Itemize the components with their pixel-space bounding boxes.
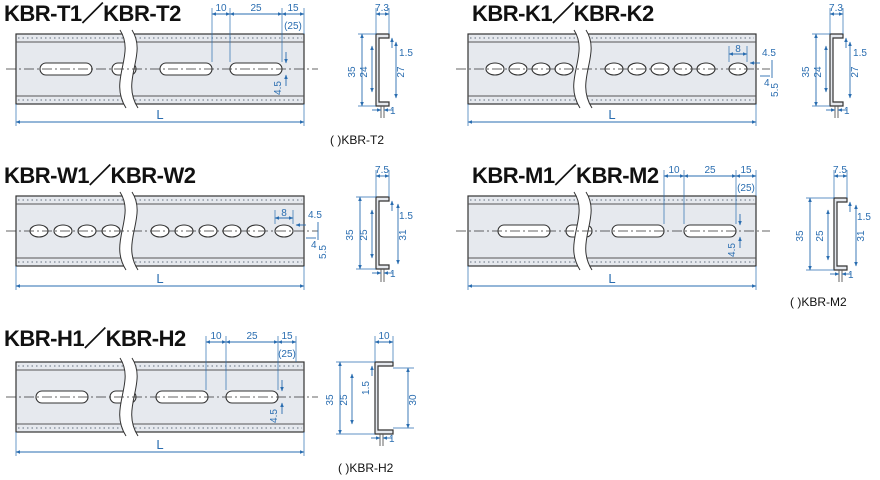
- kbr-k-rail: [456, 29, 770, 109]
- kbr-h-inner-dim: 25: [339, 394, 350, 406]
- kbr-m-slot-width-dim: 4.5: [727, 243, 738, 257]
- kbr-k-title: KBR-K1／KBR-K2: [472, 1, 654, 26]
- kbr-m-end-alt-dim: (25): [737, 183, 755, 194]
- kbr-h-base-dim: 1: [389, 434, 395, 445]
- kbr-t-flange-width-dim: 7.3: [375, 3, 389, 14]
- kbr-h-profile: 10 1.5 35 25 30 1: [325, 331, 419, 446]
- kbr-h-slot-width-dim: 4.5: [269, 409, 280, 423]
- kbr-m-dimensions: 10 25 15 (25) 4.5 L: [467, 165, 757, 290]
- kbr-w-hole-width-dim: 4: [311, 240, 317, 251]
- kbr-w-thickness-dim: 1.5: [399, 211, 413, 222]
- kbr-m-thickness-dim: 1.5: [857, 212, 871, 223]
- kbr-k-inner-dim: 24: [813, 66, 824, 78]
- kbr-m-variant-note: ( )KBR-M2: [790, 295, 847, 309]
- kbr-m-base-dim: 1: [848, 270, 854, 281]
- kbr-w-title: KBR-W1／KBR-W2: [4, 163, 196, 188]
- kbr-w-length-dim: L: [156, 271, 163, 286]
- kbr-h-rail: [6, 357, 318, 437]
- kbr-h-end-dim: 15: [281, 331, 293, 342]
- kbr-w-dimensions: 8 4.5 4 5.5 L: [15, 208, 329, 290]
- kbr-k-hole-diameter-dim: 4.5: [762, 48, 776, 59]
- kbr-w-height-dim: 35: [345, 229, 356, 241]
- kbr-t-slot-length-dim: 25: [250, 3, 262, 14]
- kbr-t-rail: [6, 29, 318, 109]
- kbr-h-slot-length-dim: 25: [246, 331, 258, 342]
- kbr-h-section: KBR-H1／KBR-H2 10 25 15: [4, 326, 419, 475]
- kbr-k-holes: [485, 62, 748, 76]
- kbr-h-flange-width-dim: 10: [378, 331, 390, 342]
- kbr-k-hole-height-dim: 5.5: [770, 83, 781, 97]
- kbr-h-title: KBR-H1／KBR-H2: [4, 326, 186, 351]
- kbr-m-section: KBR-M1／KBR-M2 10 25 15: [456, 163, 871, 309]
- kbr-w-section: KBR-W1／KBR-W2: [4, 163, 413, 290]
- kbr-t-section: KBR-T1／KBR-T2 10 25 15: [4, 1, 413, 147]
- kbr-k-height-dim: 35: [801, 66, 812, 78]
- kbr-m-outer-dim: 31: [856, 230, 867, 242]
- kbr-t-base-dim: 1: [390, 106, 396, 117]
- kbr-t-dimensions: 10 25 15 (25) 4.5 L: [15, 3, 305, 126]
- kbr-m-length-dim: L: [608, 271, 615, 286]
- kbr-t-inner-dim: 24: [359, 66, 370, 78]
- kbr-t-profile: 7.3 1.5 35 24 27 1: [347, 3, 413, 118]
- kbr-t-slot-gap-dim: 10: [215, 3, 227, 14]
- kbr-m-profile: 7.5 1.5 35 25 31 1: [795, 165, 871, 282]
- kbr-k-dimensions: 8 4.5 4 5.5 L: [467, 44, 781, 126]
- kbr-h-length-dim: L: [156, 437, 163, 452]
- kbr-t-slot: [229, 62, 283, 76]
- kbr-k-flange-width-dim: 7.3: [829, 3, 843, 14]
- kbr-m-rail: [456, 191, 770, 271]
- kbr-m-title: KBR-M1／KBR-M2: [472, 163, 659, 188]
- kbr-k-outer-dim: 27: [850, 66, 861, 78]
- kbr-k-base-dim: 1: [844, 106, 850, 117]
- kbr-k-hole-width-dim: 4: [764, 78, 770, 89]
- kbr-t-end-alt-dim: (25): [284, 21, 302, 32]
- kbr-h-dimensions: 10 25 15 (25) 4.5 L: [15, 331, 305, 456]
- kbr-k-thickness-dim: 1.5: [853, 48, 867, 59]
- kbr-w-pitch-dim: 8: [281, 208, 287, 219]
- kbr-w-base-dim: 1: [390, 269, 396, 280]
- kbr-m-height-dim: 35: [795, 230, 806, 242]
- kbr-w-rail: [6, 191, 318, 271]
- kbr-k-section: KBR-K1／KBR-K2: [456, 1, 867, 126]
- kbr-t-thickness-dim: 1.5: [399, 48, 413, 59]
- kbr-w-holes: [29, 224, 294, 238]
- kbr-m-slot-gap-dim: 10: [668, 165, 680, 176]
- kbr-t-variant-note: ( )KBR-T2: [330, 133, 384, 147]
- kbr-k-profile: 7.3 1.5 35 24 27 1: [801, 3, 867, 118]
- kbr-h-height-dim: 35: [325, 394, 336, 406]
- kbr-t-title: KBR-T1／KBR-T2: [4, 1, 181, 26]
- kbr-t-height-dim: 35: [347, 66, 358, 78]
- kbr-h-thickness-dim: 1.5: [361, 381, 372, 395]
- kbr-h-slot: [225, 390, 279, 404]
- kbr-w-inner-dim: 25: [359, 229, 370, 241]
- kbr-m-slot-length-dim: 25: [704, 165, 716, 176]
- kbr-t-end-dim: 15: [287, 3, 299, 14]
- kbr-k-length-dim: L: [608, 107, 615, 122]
- kbr-w-profile: 7.5 1.5 35 25 31 1: [345, 165, 413, 282]
- kbr-t-outer-dim: 27: [396, 66, 407, 78]
- kbr-h-end-alt-dim: (25): [278, 349, 296, 360]
- kbr-t-slot-width-dim: 4.5: [273, 81, 284, 95]
- kbr-h-outer-dim: 30: [408, 394, 419, 406]
- kbr-m-flange-width-dim: 7.5: [833, 165, 847, 176]
- kbr-m-inner-dim: 25: [815, 230, 826, 242]
- kbr-w-hole-height-dim: 5.5: [318, 245, 329, 259]
- kbr-h-variant-note: ( )KBR-H2: [338, 461, 394, 475]
- kbr-w-hole-diameter-dim: 4.5: [308, 210, 322, 221]
- kbr-w-outer-dim: 31: [398, 229, 409, 241]
- kbr-k-pitch-dim: 8: [735, 44, 741, 55]
- kbr-w-flange-width-dim: 7.5: [375, 165, 389, 176]
- kbr-t-length-dim: L: [156, 107, 163, 122]
- kbr-h-slot-gap-dim: 10: [210, 331, 222, 342]
- kbr-m-end-dim: 15: [740, 165, 752, 176]
